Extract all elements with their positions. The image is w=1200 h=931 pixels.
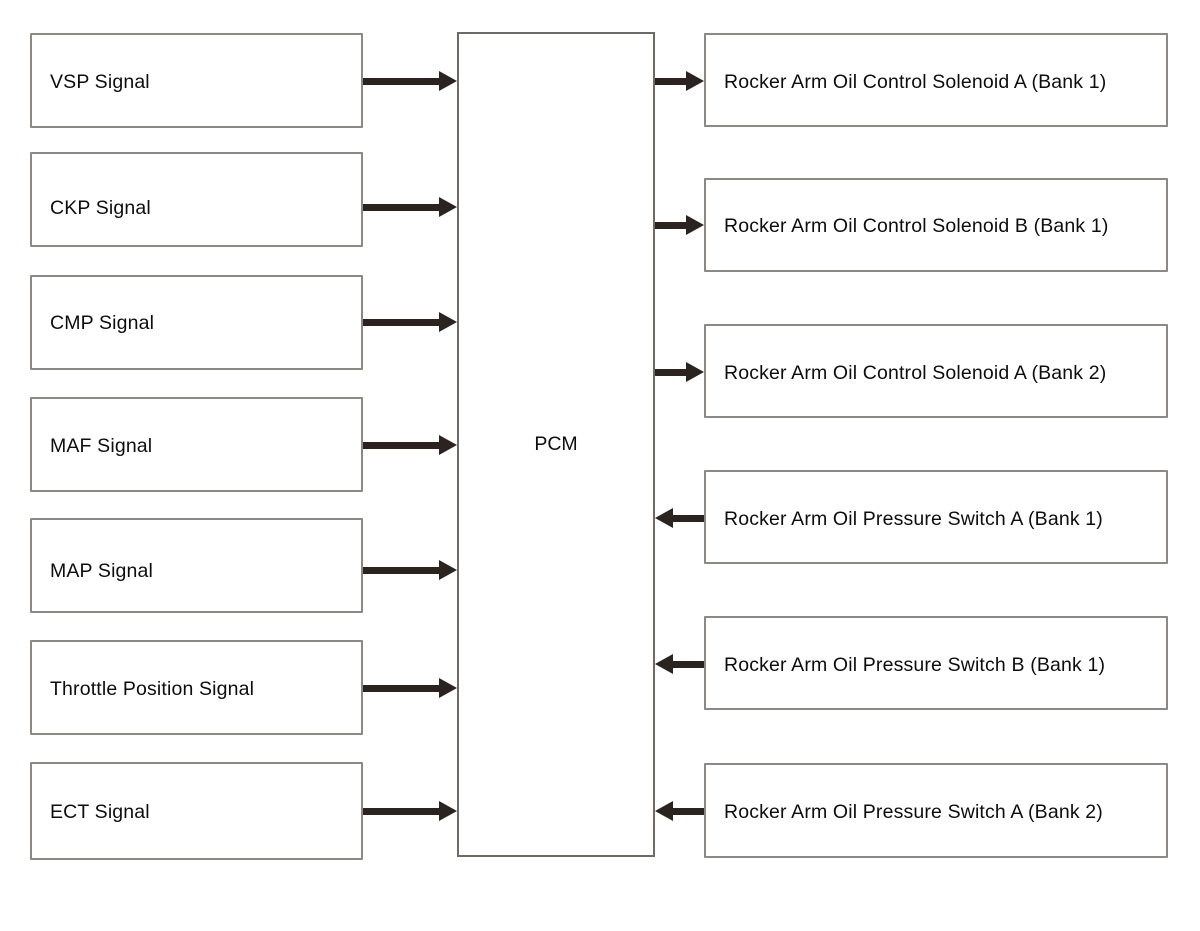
input-node-5[interactable]: Throttle Position Signal (30, 640, 363, 735)
arrow-head-right-icon (439, 801, 457, 821)
arrow-head-right-icon (686, 215, 704, 235)
arrow-stem (670, 515, 704, 522)
input-node-label-5: Throttle Position Signal (50, 678, 255, 700)
arrow-head-right-icon (439, 435, 457, 455)
output-node-label-5: Rocker Arm Oil Pressure Switch A (Bank 2… (724, 801, 1103, 823)
arrow-head-left-icon (655, 801, 673, 821)
input-node-4[interactable]: MAP Signal (30, 518, 363, 613)
arrow-head-right-icon (439, 197, 457, 217)
output-node-label-4: Rocker Arm Oil Pressure Switch B (Bank 1… (724, 654, 1106, 676)
pcm-node-label: PCM (534, 432, 578, 455)
input-node-label-4: MAP Signal (50, 560, 154, 582)
input-node-6[interactable]: ECT Signal (30, 762, 363, 860)
arrow-head-right-icon (439, 560, 457, 580)
pcm-node[interactable] (457, 32, 655, 857)
output-node-5[interactable]: Rocker Arm Oil Pressure Switch A (Bank 2… (704, 763, 1168, 858)
input-node-label-6: ECT Signal (50, 801, 150, 823)
arrow-stem (363, 567, 442, 574)
output-node-4[interactable]: Rocker Arm Oil Pressure Switch B (Bank 1… (704, 616, 1168, 710)
output-node-label-2: Rocker Arm Oil Control Solenoid A (Bank … (724, 362, 1107, 384)
arrow-head-left-icon (655, 508, 673, 528)
arrow-stem (655, 78, 689, 85)
arrow-head-right-icon (686, 71, 704, 91)
input-node-3[interactable]: MAF Signal (30, 397, 363, 492)
input-node-label-2: CMP Signal (50, 312, 155, 334)
arrow-head-left-icon (655, 654, 673, 674)
arrow-stem (363, 685, 442, 692)
arrow-head-right-icon (439, 71, 457, 91)
output-node-0[interactable]: Rocker Arm Oil Control Solenoid A (Bank … (704, 33, 1168, 127)
input-node-label-0: VSP Signal (50, 71, 150, 93)
arrow-stem (363, 319, 442, 326)
input-node-label-1: CKP Signal (50, 197, 151, 219)
input-node-2[interactable]: CMP Signal (30, 275, 363, 370)
arrow-stem (655, 369, 689, 376)
arrow-stem (363, 808, 442, 815)
arrow-stem (670, 661, 704, 668)
input-node-label-3: MAF Signal (50, 435, 153, 457)
arrow-stem (363, 78, 442, 85)
output-node-3[interactable]: Rocker Arm Oil Pressure Switch A (Bank 1… (704, 470, 1168, 564)
arrow-head-right-icon (439, 678, 457, 698)
arrow-stem (655, 222, 689, 229)
arrow-head-right-icon (439, 312, 457, 332)
output-node-label-1: Rocker Arm Oil Control Solenoid B (Bank … (724, 215, 1109, 237)
output-node-label-0: Rocker Arm Oil Control Solenoid A (Bank … (724, 71, 1107, 93)
input-node-0[interactable]: VSP Signal (30, 33, 363, 128)
arrow-stem (670, 808, 704, 815)
output-node-label-3: Rocker Arm Oil Pressure Switch A (Bank 1… (724, 508, 1103, 530)
arrow-stem (363, 442, 442, 449)
output-node-2[interactable]: Rocker Arm Oil Control Solenoid A (Bank … (704, 324, 1168, 418)
output-node-1[interactable]: Rocker Arm Oil Control Solenoid B (Bank … (704, 178, 1168, 272)
input-node-1[interactable]: CKP Signal (30, 152, 363, 247)
arrow-head-right-icon (686, 362, 704, 382)
arrow-stem (363, 204, 442, 211)
